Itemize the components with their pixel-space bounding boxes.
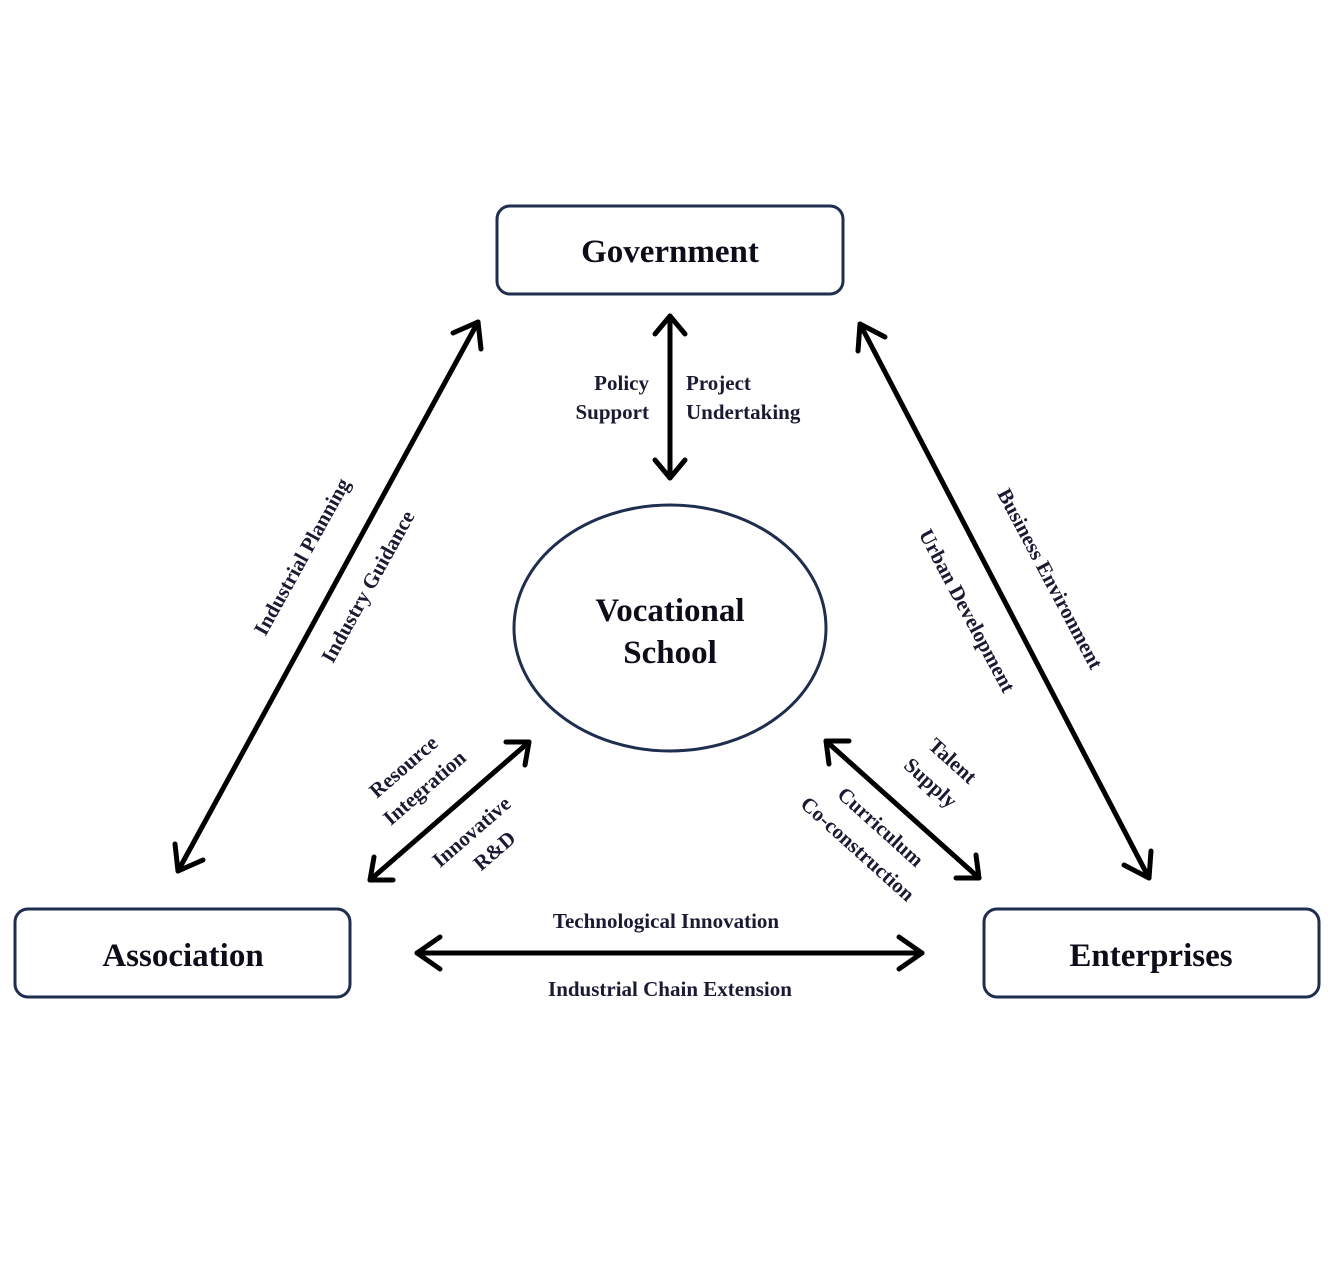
node-school-label-line2: School: [623, 635, 717, 671]
label-support: Support: [575, 400, 649, 424]
arrow-government-school: [652, 313, 688, 481]
label-urban-development: Urban Development: [914, 525, 1020, 696]
node-enterprises: Enterprises: [982, 907, 1321, 999]
arrow-association-government: [172, 319, 484, 874]
node-association: Association: [13, 907, 352, 999]
label-project: Project: [686, 371, 751, 395]
node-government: Government: [495, 204, 845, 296]
node-school-label-line1: Vocational: [595, 593, 744, 629]
node-enterprises-label: Enterprises: [1069, 938, 1232, 974]
node-association-label: Association: [102, 938, 263, 974]
arrow-school-enterprises: [823, 738, 982, 881]
node-vocational-school: Vocational School: [512, 503, 828, 753]
label-policy: Policy: [594, 371, 649, 395]
label-technological-innovation: Technological Innovation: [553, 909, 780, 933]
arrow-government-enterprises: [855, 321, 1154, 881]
label-industrial-chain-extension: Industrial Chain Extension: [548, 977, 792, 1001]
arrow-association-school: [367, 739, 532, 883]
label-undertaking: Undertaking: [686, 400, 801, 424]
node-government-label: Government: [581, 234, 759, 270]
label-business-environment: Business Environment: [992, 484, 1108, 673]
arrow-association-enterprises: [414, 934, 925, 972]
